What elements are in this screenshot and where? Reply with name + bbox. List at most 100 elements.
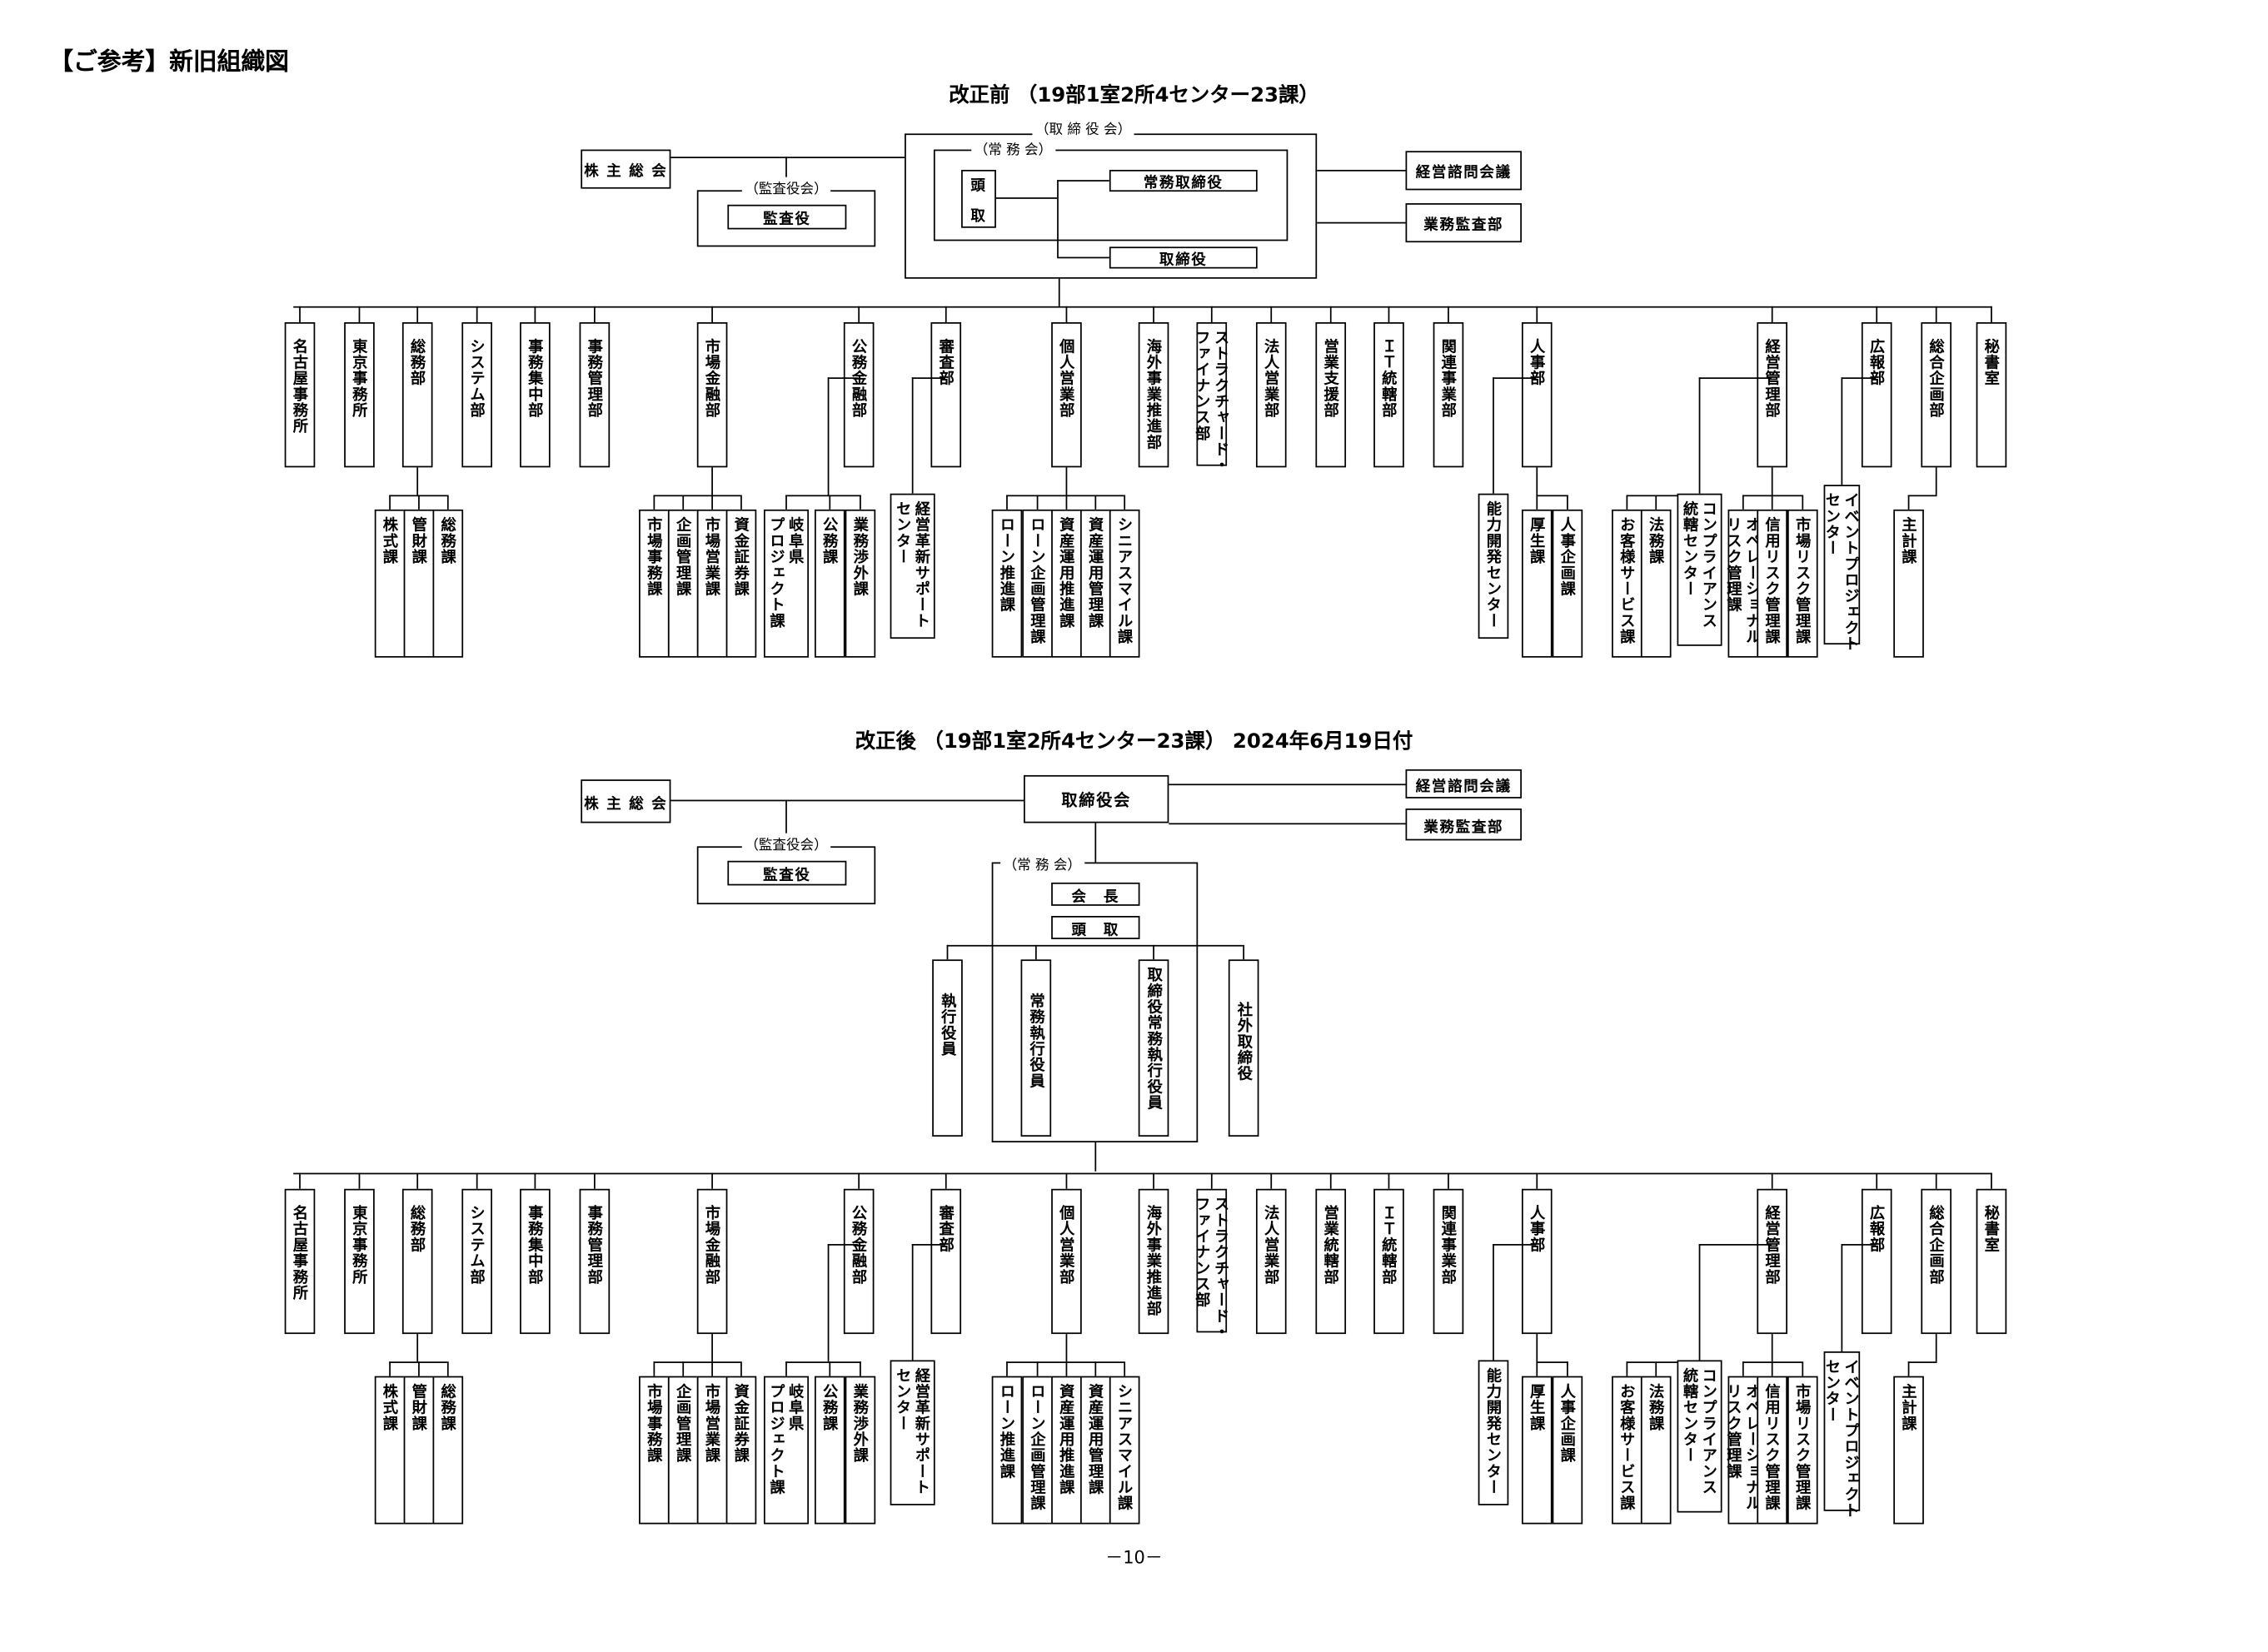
connector-line	[1771, 306, 1773, 323]
dept-10-label: 海外事業推進部	[1144, 338, 1163, 450]
dept-2: 総務部	[401, 1188, 432, 1335]
dept-14-label: ＩＴ統轄部	[1380, 1204, 1398, 1285]
center-compliance-label: コンプライアンス 統轄センター	[1681, 1367, 1718, 1495]
sec-soumu-1: 管財課	[402, 1376, 434, 1525]
connector-line	[911, 377, 945, 380]
dept-20-label: 秘書室	[1982, 338, 2001, 386]
sec-risk-2: 市場リスク管理課	[1787, 1376, 1817, 1525]
connector-line	[829, 495, 831, 510]
connector-line	[1006, 1361, 1124, 1363]
dept-16: 人事部	[1521, 1188, 1552, 1335]
after-board: 取締役会	[1024, 774, 1169, 824]
sec-kojin-4-label: シニアスマイル課	[1115, 516, 1134, 645]
connector-line	[446, 1361, 449, 1376]
before-audit-dept: 業務監査部	[1405, 203, 1522, 243]
sec-soumu-1-label: 管財課	[410, 1383, 428, 1431]
dept-14: ＩＴ統轄部	[1373, 1188, 1403, 1335]
dept-6-label: 市場金融部	[703, 338, 721, 419]
dept-2-label: 総務部	[408, 338, 426, 386]
before-board-label: （取 締 役 会）	[1032, 117, 1134, 138]
connector-line	[1329, 1172, 1332, 1189]
connector-line	[829, 1361, 831, 1376]
dept-3: システム部	[461, 322, 492, 468]
center-shinsa: 経営革新サポート センター	[889, 493, 935, 639]
connector-line	[827, 1244, 859, 1246]
sec-shijou-0-label: 市場事務課	[645, 516, 663, 597]
connector-line	[682, 495, 685, 510]
sec-kojin-1: ローン企画管理課	[1021, 1376, 1053, 1525]
sec-shijou-0-label: 市場事務課	[645, 1383, 663, 1464]
sec-kojin-0: ローン推進課	[990, 1376, 1022, 1525]
officer-executive-label: 執行役員	[939, 993, 957, 1057]
connector-line	[1876, 306, 1878, 323]
connector-line	[1065, 1172, 1068, 1189]
sec-kojin-0: ローン推進課	[990, 509, 1022, 658]
connector-line	[1907, 1361, 1910, 1376]
dept-1: 東京事務所	[343, 322, 374, 468]
dept-20: 秘書室	[1975, 1188, 2006, 1335]
connector-line	[1270, 306, 1273, 323]
after-title: 改正後 （19部1室2所4センター23課） 2024年6月19日付	[855, 729, 1413, 754]
line	[1057, 180, 1059, 257]
line	[670, 157, 905, 159]
dept-14: ＩＴ統轄部	[1373, 322, 1403, 468]
connector-line	[416, 306, 419, 323]
dept-7-label: 公務金融部	[850, 338, 868, 419]
sec-jinji-0-label: 厚生課	[1528, 516, 1546, 565]
before-president-box: 頭 取	[961, 169, 996, 228]
after-exec-label: （常 務 会）	[1000, 853, 1084, 874]
center-jinji: 能力開発センター	[1477, 1360, 1508, 1505]
dept-13-label: 営業支援部	[1322, 338, 1340, 419]
sec-kojin-2: 資産運用推進課	[1050, 509, 1081, 658]
center-shinsa-label: 経営革新サポート センター	[894, 500, 931, 629]
connector-line	[1771, 467, 1773, 495]
dept-1-label: 東京事務所	[351, 338, 368, 419]
connector-line	[299, 306, 301, 323]
sec-koumu-2-label: 業務渉外課	[851, 516, 870, 597]
after-auditor: 監査役	[727, 860, 847, 886]
sec-risk-0: オペレーショナル リスク管理課	[1725, 509, 1762, 658]
connector-line	[711, 306, 713, 323]
dept-2: 総務部	[401, 322, 432, 468]
center-kouhou-label: イベントプロジェクト センター	[1823, 491, 1861, 652]
sec-keiei-0-label: お客様サービス課	[1618, 516, 1636, 645]
dept-5-label: 事務管理部	[586, 338, 604, 419]
dept-19-label: 総合企画部	[1927, 1204, 1946, 1285]
dept-5-label: 事務管理部	[586, 1204, 604, 1285]
connector-line	[1536, 1334, 1538, 1362]
sec-shijou-2-label: 市場営業課	[703, 1383, 721, 1464]
sec-koumu-2: 業務渉外課	[844, 509, 875, 658]
connector-line	[1655, 495, 1657, 510]
sec-kojin-1-label: ローン企画管理課	[1029, 1383, 1047, 1511]
sec-soumu-1-label: 管財課	[410, 516, 428, 565]
connector-line	[1841, 377, 1877, 380]
connector-line	[827, 377, 859, 380]
line	[1169, 823, 1406, 825]
connector-line	[1388, 306, 1390, 323]
sec-koumu-1: 公務課	[814, 1376, 845, 1525]
dept-15-label: 関連事業部	[1439, 338, 1458, 419]
dept-13-label: 営業統轄部	[1322, 1204, 1340, 1285]
line	[785, 157, 787, 187]
dept-3-label: システム部	[468, 338, 486, 419]
sec-keiei-0: お客様サービス課	[1611, 509, 1642, 658]
connector-line	[858, 306, 860, 323]
connector-line	[1065, 1361, 1068, 1376]
dept-9-label: 個人営業部	[1057, 338, 1075, 419]
dept-12-label: 法人営業部	[1262, 338, 1280, 419]
connector-line	[418, 1361, 420, 1376]
sec-risk-2-label: 市場リスク管理課	[1793, 516, 1812, 645]
connector-line	[1006, 495, 1008, 510]
connector-line	[682, 1361, 685, 1376]
dept-0: 名古屋事務所	[283, 1188, 315, 1335]
dept-18: 広報部	[1861, 322, 1892, 468]
sec-soumu-2: 総務課	[431, 509, 463, 658]
dept-20: 秘書室	[1975, 322, 2006, 468]
connector-line	[1448, 306, 1449, 323]
dept-0: 名古屋事務所	[283, 322, 315, 468]
connector-line	[1771, 1334, 1773, 1362]
line	[1034, 944, 1037, 960]
center-kouhou: イベントプロジェクト センター	[1822, 1351, 1860, 1518]
connector-line	[1448, 1172, 1449, 1189]
connector-line	[785, 495, 787, 510]
